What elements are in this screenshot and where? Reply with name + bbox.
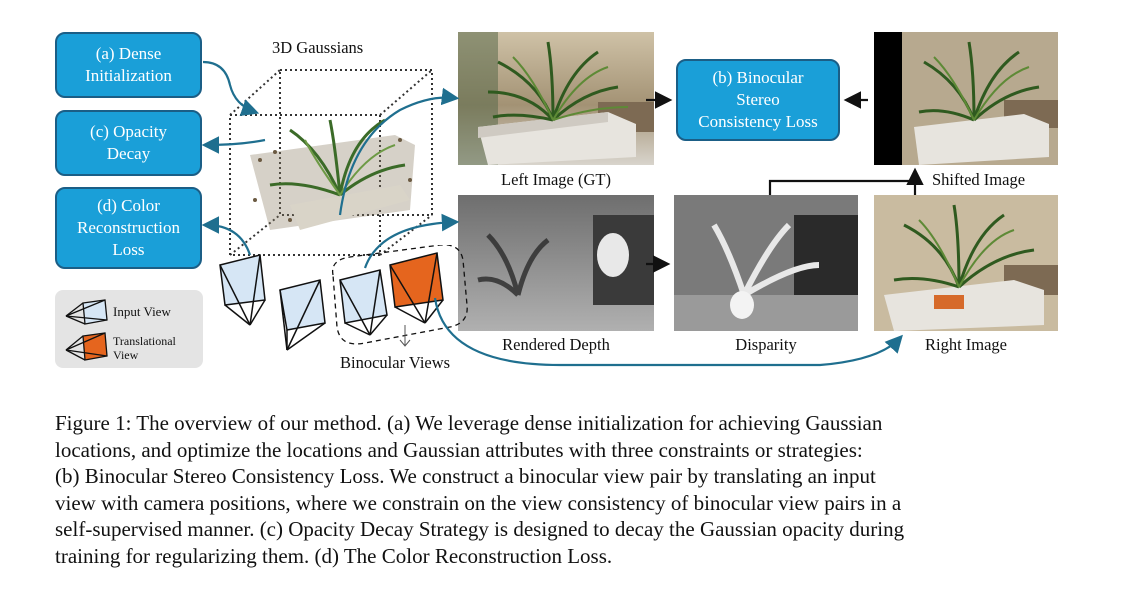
input-camera-1 xyxy=(219,254,266,326)
rendered-depth-label: Rendered Depth xyxy=(502,335,610,354)
to-right-image-arrow xyxy=(433,297,903,367)
opacity-decay-box: (c) Opacity Decay xyxy=(55,110,202,176)
color-reconstruction-label: (d) Color Reconstruction Loss xyxy=(77,196,180,259)
gaussians-cube xyxy=(229,69,433,256)
binocular-loss-box: (b) Binocular Stereo Consistency Loss xyxy=(676,59,840,141)
color-loss-arrow xyxy=(201,216,252,256)
figure-caption: Figure 1: The overview of our method. (a… xyxy=(55,410,1073,569)
input-camera-2 xyxy=(279,279,326,351)
opacity-decay-label: (c) Opacity Decay xyxy=(90,122,167,163)
disparity-label: Disparity xyxy=(735,335,797,354)
to-left-image-arrow xyxy=(338,87,460,216)
caption-line-4: view with camera positions, where we con… xyxy=(55,490,902,515)
rendered-depth-photo xyxy=(458,195,654,331)
right-image-label: Right Image xyxy=(924,335,1008,354)
binocular-views-outline xyxy=(331,245,468,345)
caption-line-3: (b) Binocular Stereo Consistency Loss. W… xyxy=(55,464,876,488)
disparity-to-shifted-arrow xyxy=(768,167,924,195)
caption-line-6: training for regularizing them. (d) The … xyxy=(55,543,613,568)
caption-line-1: Figure 1: The overview of our method. (a… xyxy=(55,411,883,435)
color-reconstruction-box: (d) Color Reconstruction Loss xyxy=(55,187,202,269)
caption-line-5: self-supervised manner. (c) Opacity Deca… xyxy=(55,517,905,541)
right-image-photo xyxy=(874,195,1058,331)
binocular-loss-label: (b) Binocular Stereo Consistency Loss xyxy=(698,68,818,131)
input-view-legend-icon xyxy=(65,299,108,325)
disparity-photo xyxy=(674,195,858,331)
gaussians-label: 3D Gaussians xyxy=(272,38,364,57)
arrows-overlay xyxy=(201,60,924,367)
caption-line-2: locations, and optimize the locations an… xyxy=(55,437,863,462)
shifted-image-label: Shifted Image xyxy=(932,170,1026,189)
opacity-decay-arrow xyxy=(201,136,266,154)
binocular-views-label: Binocular Views xyxy=(340,353,451,372)
translational-view-legend-icon xyxy=(65,332,108,361)
binocular-views-pointer-icon xyxy=(399,325,411,347)
shifted-image-photo xyxy=(874,32,1058,165)
legend: Input View Translational View xyxy=(55,290,203,368)
left-image-photo xyxy=(458,32,654,165)
dense-initialization-box: (a) Dense Initialization xyxy=(55,32,202,98)
translational-camera xyxy=(389,252,444,324)
left-image-label: Left Image (GT) xyxy=(501,170,611,189)
to-depth-arrow xyxy=(363,213,460,269)
translational-view-legend-label: Translational View xyxy=(113,334,176,362)
dense-initialization-label: (a) Dense Initialization xyxy=(85,44,172,85)
binocular-input-camera xyxy=(339,269,388,336)
gaussian-point-cloud xyxy=(250,118,415,230)
dense-init-arrow xyxy=(202,60,260,116)
input-view-legend-label: Input View xyxy=(113,304,171,319)
camera-group xyxy=(219,245,468,351)
